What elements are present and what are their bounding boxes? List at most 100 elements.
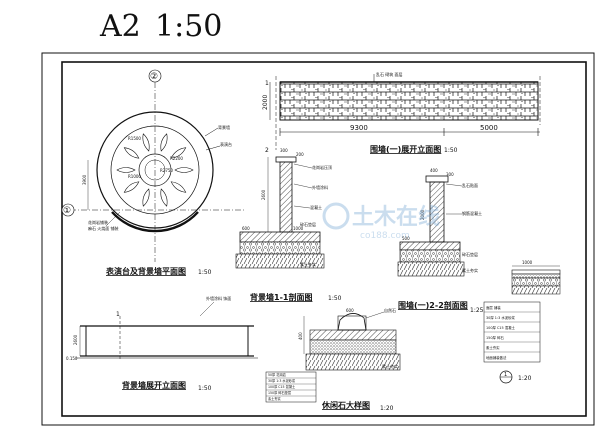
detail1-marker-label: 1 <box>504 372 507 378</box>
plan-petals <box>116 133 194 207</box>
stone-bed <box>309 329 397 341</box>
elev1-title: 围墙(一)展开立面图 <box>370 144 441 154</box>
sec11-note-4: 碎石垫层 <box>300 221 316 227</box>
sec22-note-4: 碎石垫层 <box>462 251 478 257</box>
wall-elev-title: 背景墙展开立面图 <box>122 380 186 390</box>
plan-outer-circle <box>96 111 214 229</box>
detail1-concrete <box>511 277 561 287</box>
stone-note-2: 素土夯实 <box>382 363 398 369</box>
sec11-note-1: 花岗岩压顶 <box>312 164 332 170</box>
plan-petal <box>123 181 140 193</box>
elev1-seg-1: 9300 <box>350 124 368 132</box>
wall-elev-height: 2600 <box>73 334 78 345</box>
sec22-note-1: 乱石贴面 <box>462 182 478 188</box>
plan-note-1: 背景墙 <box>218 124 230 130</box>
plan-note-2: 表演台 <box>220 141 232 147</box>
elev1-note: 乱石 砌筑 面层 <box>376 71 403 77</box>
axis-bubble-top <box>148 69 162 83</box>
drawing-border <box>41 52 595 426</box>
plan-note-4: 麻石 火烧面 铺装 <box>88 225 119 231</box>
sec22-note-2: 钢筋混凝土 <box>462 210 482 216</box>
sec22-dim-2: 300 <box>446 172 454 177</box>
stone-spec-1: 50厚 花岗岩 <box>268 372 287 377</box>
plan-petal <box>116 167 136 173</box>
sec22-dim-4: 500 <box>402 236 410 241</box>
sec11-dim-3: 2600 <box>261 189 266 200</box>
sec11-dim-4: 600 <box>242 226 250 231</box>
plan-petal <box>170 181 187 193</box>
stone-dim-1: 400 <box>298 332 303 340</box>
wall-elev-note: 外墙涂料 饰面 <box>206 295 231 301</box>
detail1-surface <box>511 269 561 275</box>
section22-scale: 1:25 <box>470 307 484 314</box>
detail1-spec-5: 素土夯实 <box>486 345 500 350</box>
stone-spec-2: 30厚 1:3 水泥砂浆 <box>268 378 296 383</box>
drawing-inner-border <box>61 61 587 417</box>
watermark-logo-icon <box>322 202 350 230</box>
elev1-scale: 1:50 <box>444 147 458 154</box>
wall-elev-scale: 1:50 <box>198 385 212 392</box>
axis-label-left: ① <box>63 206 71 216</box>
detail1-spec-3: 100厚 C15 混凝土 <box>486 325 515 330</box>
wall-elev-mark: 1 <box>116 311 120 318</box>
sec11-dim-1: 300 <box>280 148 288 153</box>
plan-dim-2: R2200 <box>170 156 183 161</box>
detail1-mortar <box>511 273 561 279</box>
plan-note-3: 花岗岩铺装 <box>88 219 108 225</box>
backdrop-wall-arc <box>111 211 199 233</box>
sec11-note-2: 外墙涂料 <box>312 184 328 190</box>
elev1-mark-2: 2 <box>265 147 269 154</box>
section11-cap <box>275 156 297 163</box>
stone-note-1: 自然石 <box>384 307 396 313</box>
wall-elev-base: 0.150 <box>66 356 78 361</box>
detail1-spec-1: 面层 铺装 <box>486 305 501 310</box>
section22-cap <box>425 175 449 183</box>
stone-spec-5: 素土夯实 <box>268 396 281 401</box>
plan-dim-1: R2750 <box>160 168 173 173</box>
plan-petal <box>160 188 168 207</box>
sec11-note-5: 素土夯实 <box>300 261 316 267</box>
detail1-scale: 1:20 <box>518 375 532 382</box>
detail1-spec-6: 地面铺装做法 <box>486 355 507 360</box>
section11-wall <box>279 161 293 233</box>
stone-earth <box>305 353 401 371</box>
watermark-url: co188.com <box>360 231 410 241</box>
section22-gravel <box>399 249 461 263</box>
plan-petal <box>174 167 194 173</box>
plan-dim-5: 3900 <box>82 174 87 185</box>
plan-petal <box>142 188 150 207</box>
stone-spec-4: 150厚 碎石垫层 <box>268 390 291 395</box>
plan-inner-circle <box>138 153 172 187</box>
sec22-dim-3: 2000 <box>420 209 425 220</box>
section11-scale: 1:50 <box>328 295 342 302</box>
plan-petal <box>170 147 187 159</box>
sec11-dim-5: 1000 <box>293 226 304 231</box>
stone-dim-2: 600 <box>346 308 354 313</box>
paving-detail: 1000 面层 铺装 30厚 1:3 水泥砂浆 100厚 C15 混凝土 150… <box>483 260 561 384</box>
stone-spec-table <box>265 371 317 403</box>
sheet-scale: 1:50 <box>155 9 222 44</box>
detail1-spec-2: 30厚 1:3 水泥砂浆 <box>486 315 515 320</box>
plan-dim-4: R1500 <box>128 136 141 141</box>
plan-dim-3: R1000 <box>128 174 141 179</box>
plan-petal <box>160 133 168 152</box>
axis-bubble-left <box>61 203 75 217</box>
stone-wall-face <box>279 81 539 121</box>
detail1-spec-4: 150厚 碎石 <box>486 335 504 340</box>
section11-footing <box>239 231 321 243</box>
sec22-dim-1: 400 <box>430 168 438 173</box>
plan-petal <box>123 147 140 159</box>
section11-title: 背景墙1-1剖面图 <box>250 292 312 302</box>
watermark: 土木在线 co188.com <box>322 202 440 241</box>
elev1-seg-2: 5000 <box>480 124 498 132</box>
plan-title: 表演台及背景墙平面图 <box>105 266 186 276</box>
elev1-height: 2000 <box>262 95 269 110</box>
stone-gravel <box>309 339 397 355</box>
backdrop-wall-elevation: 1 2600 0.150 外墙涂料 饰面 背景墙展开立面图 1:50 <box>66 295 258 392</box>
sheet-size: A2 <box>99 9 141 44</box>
detail1-top-dim: 1000 <box>522 260 533 265</box>
stone-detail: 400 600 自然石 素土夯实 50厚 花岗岩 30厚 1:3 水泥砂浆 10… <box>265 307 401 412</box>
section-1-1: 300 200 2600 600 1000 花岗岩压顶 外墙涂料 混凝土 碎石垫… <box>235 148 342 302</box>
sec11-dim-2: 200 <box>296 152 304 157</box>
